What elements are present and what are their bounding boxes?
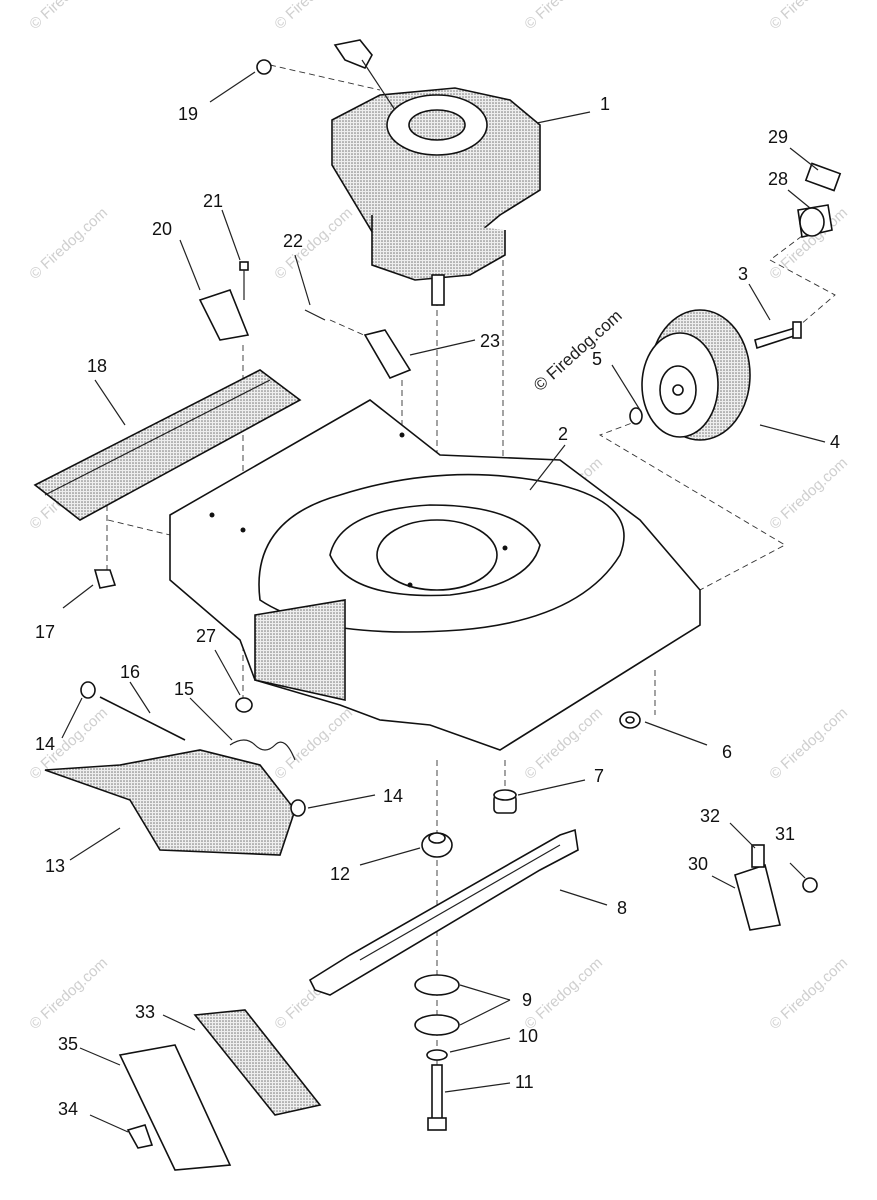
label-18: 18 <box>87 356 107 376</box>
part-adapter <box>493 789 517 814</box>
part-screw <box>239 261 249 300</box>
label-19: 19 <box>178 104 198 124</box>
part-nut <box>619 711 641 729</box>
part-cover-plate <box>118 1044 232 1171</box>
part-labels: 1 2 3 4 5 6 7 8 9 10 11 12 13 14 14 15 1… <box>35 94 840 1119</box>
watermark-4: © Firedog.com <box>26 204 111 283</box>
label-14b: 14 <box>383 786 403 806</box>
label-4: 4 <box>830 432 840 452</box>
watermark-center: © Firedog.com <box>530 306 626 395</box>
part-blade <box>308 828 579 996</box>
label-31: 31 <box>775 824 795 844</box>
part-bracket <box>363 329 412 379</box>
watermark-10: © Firedog.com <box>766 454 851 533</box>
part-rear-skirt <box>33 369 302 521</box>
label-10: 10 <box>518 1026 538 1046</box>
part-engine <box>331 39 541 306</box>
part-knob <box>126 1124 154 1149</box>
watermark-3: © Firedog.com <box>766 0 851 33</box>
part-blade-bolt <box>427 1064 447 1131</box>
part-hinge-rod <box>99 696 186 741</box>
part-wheel <box>641 309 751 441</box>
part-washer <box>629 407 643 425</box>
part-rear-deflector <box>44 749 296 856</box>
label-12: 12 <box>330 864 350 884</box>
label-17: 17 <box>35 622 55 642</box>
label-27: 27 <box>196 626 216 646</box>
label-1: 1 <box>600 94 610 114</box>
label-11: 11 <box>515 1072 534 1092</box>
label-3: 3 <box>738 264 748 284</box>
label-23: 23 <box>480 331 500 351</box>
part-bearing <box>804 162 842 192</box>
watermark-18: © Firedog.com <box>766 954 851 1033</box>
label-32: 32 <box>700 806 720 826</box>
label-16: 16 <box>120 662 140 682</box>
label-14a: 14 <box>35 734 55 754</box>
label-20: 20 <box>152 219 172 239</box>
label-22: 22 <box>283 231 303 251</box>
label-15: 15 <box>174 679 194 699</box>
part-handle-bracket <box>198 289 250 341</box>
label-2: 2 <box>558 424 568 444</box>
part-bushing <box>421 832 453 858</box>
label-21: 21 <box>203 191 223 211</box>
watermark-15: © Firedog.com <box>26 954 111 1033</box>
label-6: 6 <box>722 742 732 762</box>
label-7: 7 <box>594 766 604 786</box>
label-30: 30 <box>688 854 708 874</box>
watermark-14: © Firedog.com <box>766 704 851 783</box>
part-adjuster-lever <box>751 844 765 868</box>
watermark-17: © Firedog.com <box>521 954 606 1033</box>
part-axle-bolt <box>754 321 802 350</box>
label-9: 9 <box>522 990 532 1010</box>
part-pin <box>304 309 326 321</box>
part-spring <box>229 739 296 761</box>
part-mulch-plate <box>193 1009 322 1116</box>
part-lockwasher <box>426 1049 448 1061</box>
label-33: 33 <box>135 1002 155 1022</box>
watermark-0: © Firedog.com <box>26 0 111 33</box>
part-push-nut <box>80 681 306 817</box>
label-34: 34 <box>58 1099 78 1119</box>
part-mower-deck <box>169 399 701 751</box>
label-29: 29 <box>768 127 788 147</box>
label-5: 5 <box>592 349 602 369</box>
leader-lines <box>61 71 826 1133</box>
label-13: 13 <box>45 856 65 876</box>
part-hub-cap <box>797 204 833 238</box>
watermark-2: © Firedog.com <box>521 0 606 33</box>
part-height-adjuster <box>734 863 781 931</box>
part-hex-nut <box>235 697 253 713</box>
label-8: 8 <box>617 898 627 918</box>
label-35: 35 <box>58 1034 78 1054</box>
part-clip <box>93 569 117 589</box>
watermark-1: © Firedog.com <box>271 0 356 33</box>
part-blade-stiffener <box>414 974 460 1036</box>
label-28: 28 <box>768 169 788 189</box>
part-cable-clip <box>256 59 272 75</box>
part-adjuster-nut <box>802 877 818 893</box>
